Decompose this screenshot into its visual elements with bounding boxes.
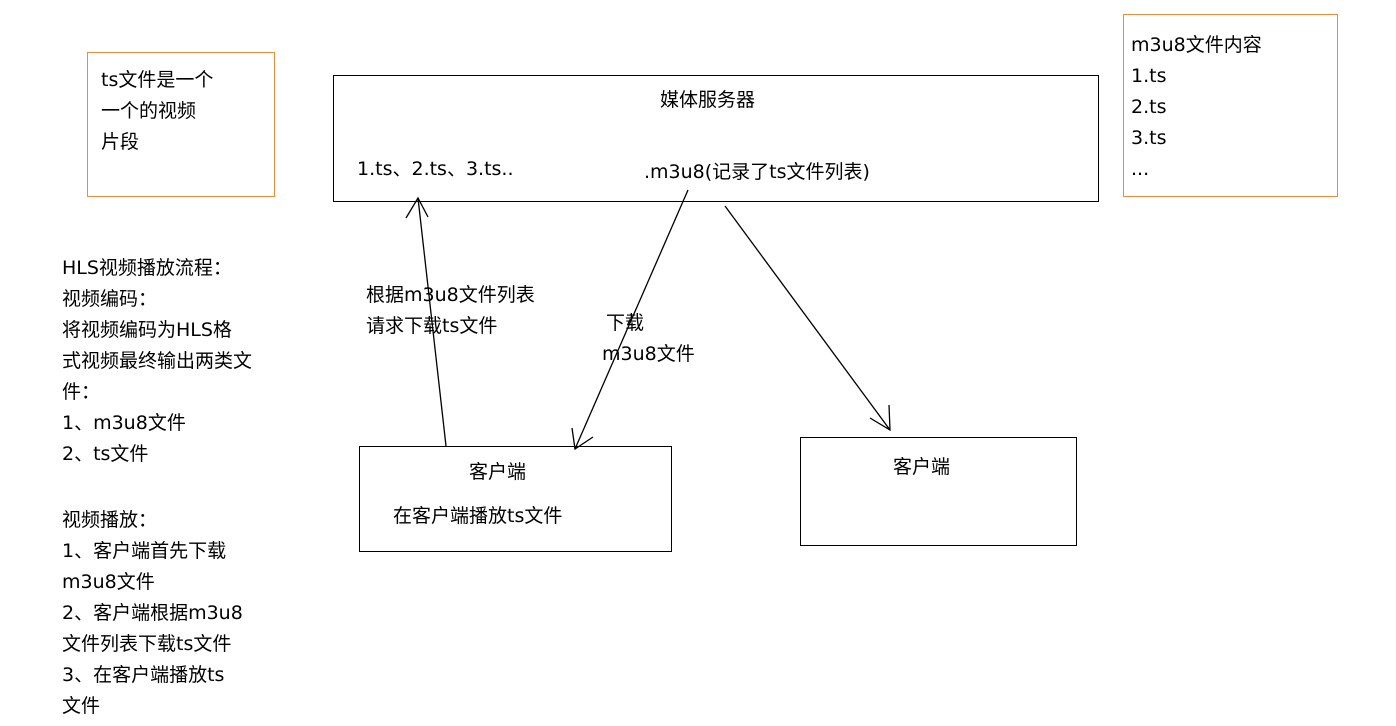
process-line: 式视频最终输出两类文 (62, 350, 253, 372)
media-server-title: 媒体服务器 (660, 89, 756, 111)
ts-note-line-2: 一个的视频 (101, 100, 197, 122)
client-2-title: 客户端 (893, 456, 951, 478)
ts-file-list: 1.ts、2.ts、3.ts.. (357, 158, 514, 180)
ts-note-line-1: ts文件是一个 (101, 69, 214, 91)
process-line: m3u8文件 (62, 571, 155, 593)
request-ts-label-line-1: 根据m3u8文件列表 (366, 284, 535, 306)
process-line: 3、在客户端播放ts (62, 664, 225, 686)
process-line: 件： (62, 381, 101, 403)
media-server-node (333, 75, 1099, 202)
server-to-client2-arrow (724, 205, 891, 432)
download-m3u8-label-line-2: m3u8文件 (602, 343, 695, 365)
request-ts-label-line-2: 请求下载ts文件 (366, 315, 498, 337)
process-line: HLS视频播放流程： (62, 257, 232, 279)
process-line: 文件列表下载ts文件 (62, 633, 232, 655)
process-line: 2、客户端根据m3u8 (62, 602, 243, 624)
download-m3u8-label-line-1: 下载 (606, 312, 645, 334)
m3u8-note-line-1: m3u8文件内容 (1131, 34, 1262, 56)
m3u8-note-line-5: ... (1131, 158, 1150, 180)
ts-note-box (87, 52, 275, 197)
client-node-1 (359, 446, 672, 552)
m3u8-note-line-3: 2.ts (1131, 96, 1167, 118)
process-line: 2、ts文件 (62, 443, 149, 465)
ts-note-line-3: 片段 (101, 131, 140, 153)
process-line: 视频编码： (62, 288, 158, 310)
process-line: 1、m3u8文件 (62, 412, 186, 434)
m3u8-note-box (1123, 14, 1338, 197)
m3u8-note-line-4: 3.ts (1131, 127, 1167, 149)
client-1-title: 客户端 (469, 461, 527, 483)
m3u8-description: .m3u8(记录了ts文件列表) (644, 161, 870, 183)
process-line: 文件 (62, 695, 101, 717)
client-node-2 (800, 437, 1077, 546)
client-1-description: 在客户端播放ts文件 (393, 505, 563, 527)
process-line: 1、客户端首先下载 (62, 540, 227, 562)
process-line: 视频播放： (62, 509, 158, 531)
process-line: 将视频编码为HLS格 (62, 319, 232, 341)
m3u8-note-line-2: 1.ts (1131, 65, 1167, 87)
